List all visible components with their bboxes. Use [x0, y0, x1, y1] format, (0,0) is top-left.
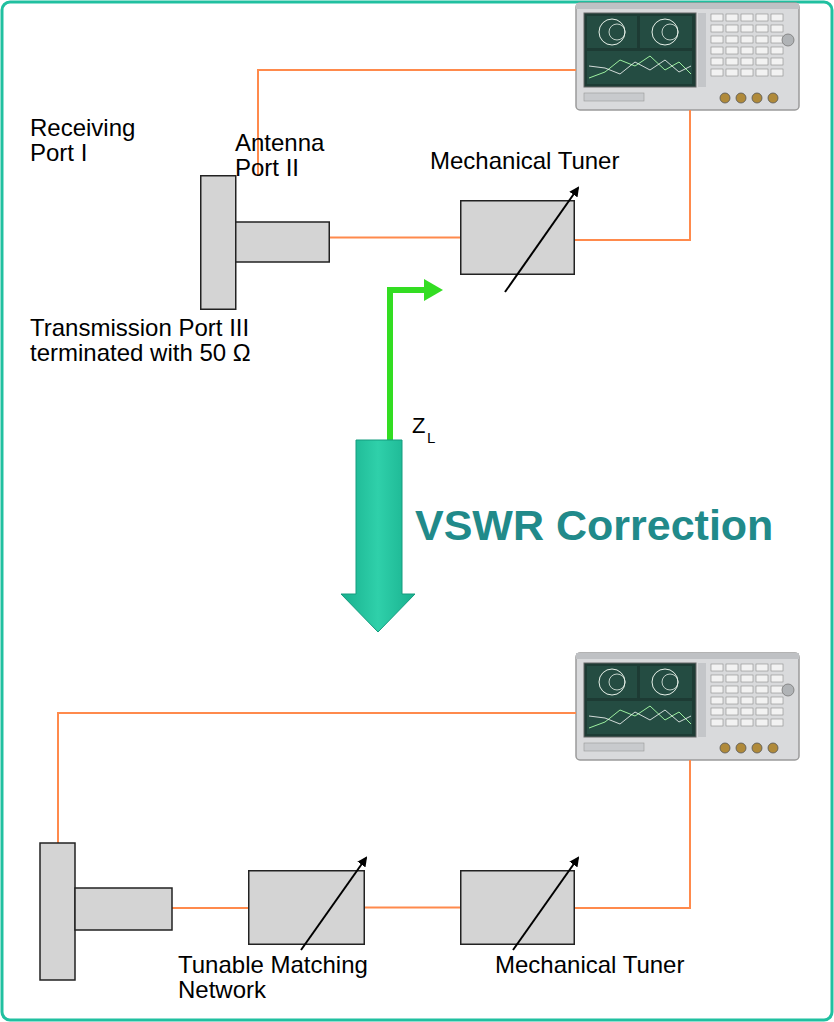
- circulator: [40, 843, 172, 980]
- matching-network: Tunable Matching Network: [248, 870, 365, 945]
- port-label: Mechanical Tuner: [430, 148, 619, 173]
- stage-title: VSWR Correction: [415, 504, 773, 547]
- mechanical-tuner: Mechanical Tuner: [460, 870, 575, 945]
- matching-network-shape: [248, 870, 365, 945]
- impedance-subscript: L: [427, 430, 435, 445]
- port-label: Mechanical Tuner: [495, 952, 684, 977]
- transition-arrow: [341, 440, 415, 632]
- cable-connector: [365, 907, 460, 909]
- impedance-arrow: [390, 279, 443, 440]
- port-label: Transmission Port III terminated with 50…: [30, 315, 270, 365]
- mechanical-tuner: Mechanical Tuner: [460, 200, 575, 275]
- circulator: Receiving Port IAntenna Port IITransmiss…: [200, 175, 330, 310]
- port-label: Antenna Port II: [235, 130, 345, 180]
- circulator-shape: [200, 175, 330, 310]
- mechanical-tuner-shape: [460, 200, 575, 275]
- cable-connector: [330, 237, 460, 239]
- network-analyzer: [576, 3, 799, 110]
- network-analyzer: [576, 653, 799, 760]
- impedance-symbol: Z: [412, 415, 425, 437]
- cable: [58, 70, 690, 908]
- port-label: Receiving Port I: [30, 115, 160, 165]
- port-label: Tunable Matching Network: [178, 952, 408, 1002]
- mechanical-tuner-shape: [460, 870, 575, 945]
